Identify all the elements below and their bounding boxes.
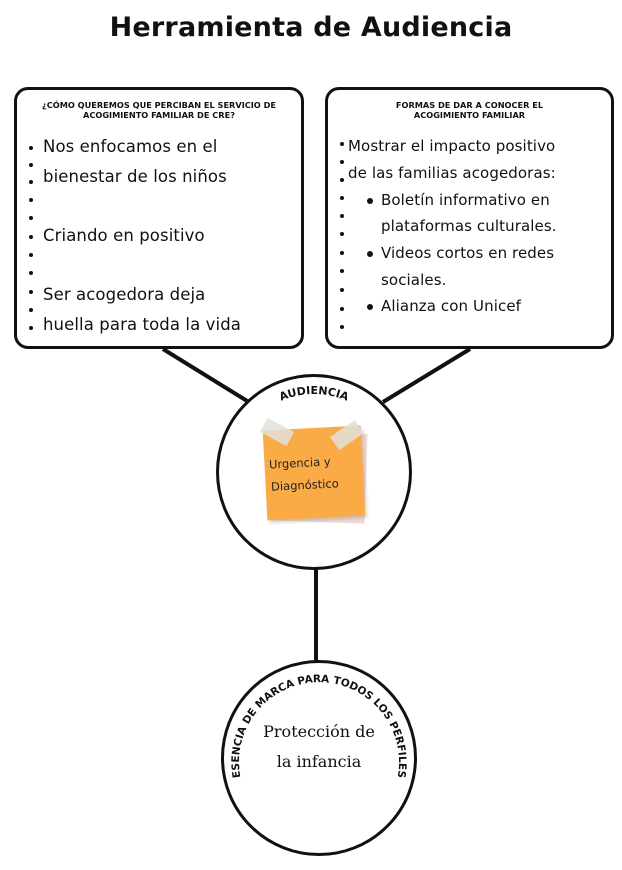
awareness-item: sociales. [381,271,447,289]
bullet-dot [29,198,33,202]
bullet-dot [340,178,344,182]
bullet-dot [340,214,344,218]
connector-right [381,347,472,404]
perception-line: Ser acogedora deja [43,285,206,304]
essence-line: Protección de [263,722,375,741]
bullet-dot [340,325,344,329]
audience-label-arc: AUDIENCIA [277,384,351,404]
list-bullet [367,251,373,257]
page-title: Herramienta de Audiencia [109,12,513,43]
bullet-dot [340,160,344,164]
bullet-dot [29,146,33,150]
bullet-dot [340,269,344,273]
perception-line: Nos enfocamos en el [43,137,218,156]
perception-box: ¿CÓMO QUEREMOS QUE PERCIBAN EL SERVICIO … [14,87,304,349]
bullet-dot [29,180,33,184]
perception-heading: ¿CÓMO QUEREMOS QUE PERCIBAN EL SERVICIO … [23,100,295,120]
awareness-intro: de las familias acogedoras: [348,164,556,182]
list-bullet [367,304,373,310]
awareness-item: Boletín informativo en [381,191,550,209]
bullet-dot [29,326,33,330]
connector-left [161,347,254,406]
awareness-item: Videos cortos en redes [381,244,555,262]
perception-line: bienestar de los niños [43,167,227,186]
essence-label-arc: ESENCIA DE MARCA PARA TODOS LOS PERFILES [230,673,408,779]
awareness-item: Alianza con Unicef [381,297,522,315]
awareness-box: FORMAS DE DAR A CONOCER EL ACOGIMIENTO F… [325,87,614,349]
bullet-dot [29,216,33,220]
bullet-dot [340,251,344,255]
bullet-dot [29,235,33,239]
perception-line: huella para toda la vida [43,315,241,334]
audience-label: AUDIENCIA [277,384,351,404]
perception-line: Criando en positivo [43,226,205,245]
bullet-dot [340,142,344,146]
bullet-dot [29,253,33,257]
awareness-heading-line2: ACOGIMIENTO FAMILIAR [413,110,526,120]
perception-heading-line2: ACOGIMIENTO FAMILIAR DE CRE? [83,110,235,120]
awareness-item: plataformas culturales. [381,217,557,235]
bullet-dot [29,271,33,275]
bullet-dot [340,288,344,292]
bullet-dot [340,196,344,200]
perception-heading-line1: ¿CÓMO QUEREMOS QUE PERCIBAN EL SERVICIO … [41,100,276,110]
bullet-dot [340,307,344,311]
bullet-dot [340,232,344,236]
awareness-intro: Mostrar el impacto positivo [348,137,556,155]
bullet-dot [29,308,33,312]
awareness-heading-line1: FORMAS DE DAR A CONOCER EL [395,100,544,110]
bullet-dot [29,290,33,294]
awareness-heading: FORMAS DE DAR A CONOCER EL ACOGIMIENTO F… [334,100,605,120]
list-bullet [367,198,373,204]
bullet-dot [29,163,33,167]
essence-circle [221,660,417,856]
essence-line: la infancia [276,752,362,771]
